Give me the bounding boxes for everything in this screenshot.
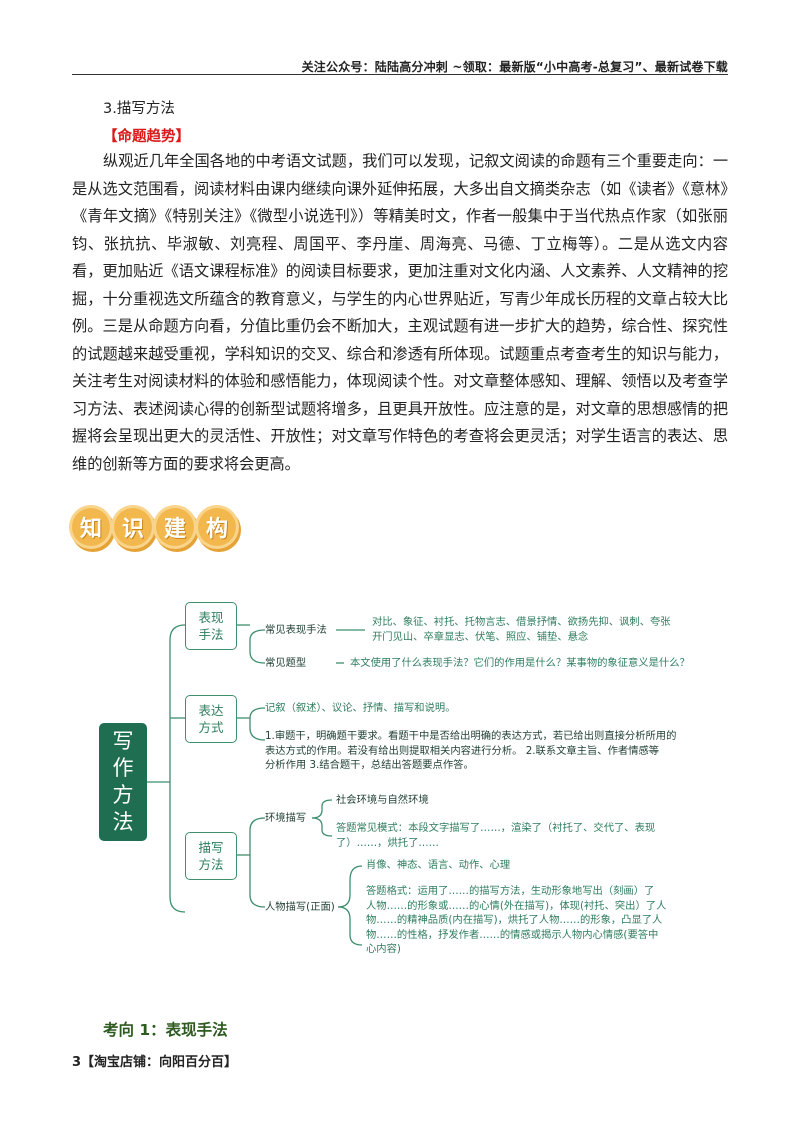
- character-answer-format: 答题格式：运用了……的描写方法，生动形象地写出（刻画）了 人物……的形象或……的…: [366, 885, 667, 955]
- environment-types: 社会环境与自然环境: [336, 794, 429, 806]
- body-paragraph: 纵观近几年全国各地的中考语文试题，我们可以发现，记叙文阅读的命题有三个重要走向：…: [72, 152, 728, 473]
- category-expression-modes: 表达 方式: [185, 695, 237, 743]
- knowledge-banner: 知 识 建 构: [72, 508, 236, 552]
- trend-label: 【命题趋势】: [103, 129, 190, 145]
- section-title: 3.描写方法: [103, 101, 175, 117]
- banner-char: 知: [72, 508, 110, 546]
- banner-char: 构: [198, 508, 236, 546]
- expression-answer-steps: 1.审题干，明确题干要求。看题干中是否给出明确的表达方式，若已给出则直接分析所用…: [265, 730, 677, 771]
- root-char: 法: [112, 810, 134, 834]
- root-char: 方: [112, 783, 134, 807]
- character-aspects: 肖像、神态、语言、动作、心理: [366, 859, 511, 871]
- questions-detail: 本文使用了什么表现手法？它们的作用是什么？某事物的象征意义是什么？: [350, 657, 690, 669]
- exam-direction-heading: 考向 1：表现手法: [103, 1021, 228, 1039]
- sub-character-description: 人物描写(正面): [265, 901, 335, 913]
- banner-char: 识: [114, 508, 152, 546]
- category-description-methods: 描写 方法: [185, 832, 237, 880]
- page-header: 关注公众号：陆陆高分冲刺 ~领取：最新版“小中高考-总复习”、最新试卷下载: [301, 60, 728, 74]
- techniques-list: 对比、象征、衬托、托物言志、借景抒情、欲扬先抑、讽刺、夸张 开门见山、卒章显志、…: [372, 616, 671, 643]
- environment-answer-pattern: 答题常见模式：本段文字描写了……，渲染了（衬托了、交代了、表现 了）……，烘托了…: [336, 822, 656, 849]
- header-divider: [72, 74, 728, 75]
- page-footer: 3【淘宝店铺：向阳百分百】: [72, 1055, 238, 1070]
- expression-modes-list: 记叙（叙述）、议论、抒情、描写和说明。: [265, 702, 456, 714]
- sub-common-questions: 常见题型: [265, 657, 307, 669]
- banner-char: 建: [156, 508, 194, 546]
- mindmap-root: 写 作 方 法: [99, 723, 147, 841]
- root-char: 写: [112, 729, 134, 753]
- category-expression-techniques: 表现 手法: [185, 602, 237, 650]
- sub-common-techniques: 常见表现手法: [265, 624, 327, 636]
- sub-environment-description: 环境描写: [265, 812, 307, 824]
- root-char: 作: [112, 756, 134, 780]
